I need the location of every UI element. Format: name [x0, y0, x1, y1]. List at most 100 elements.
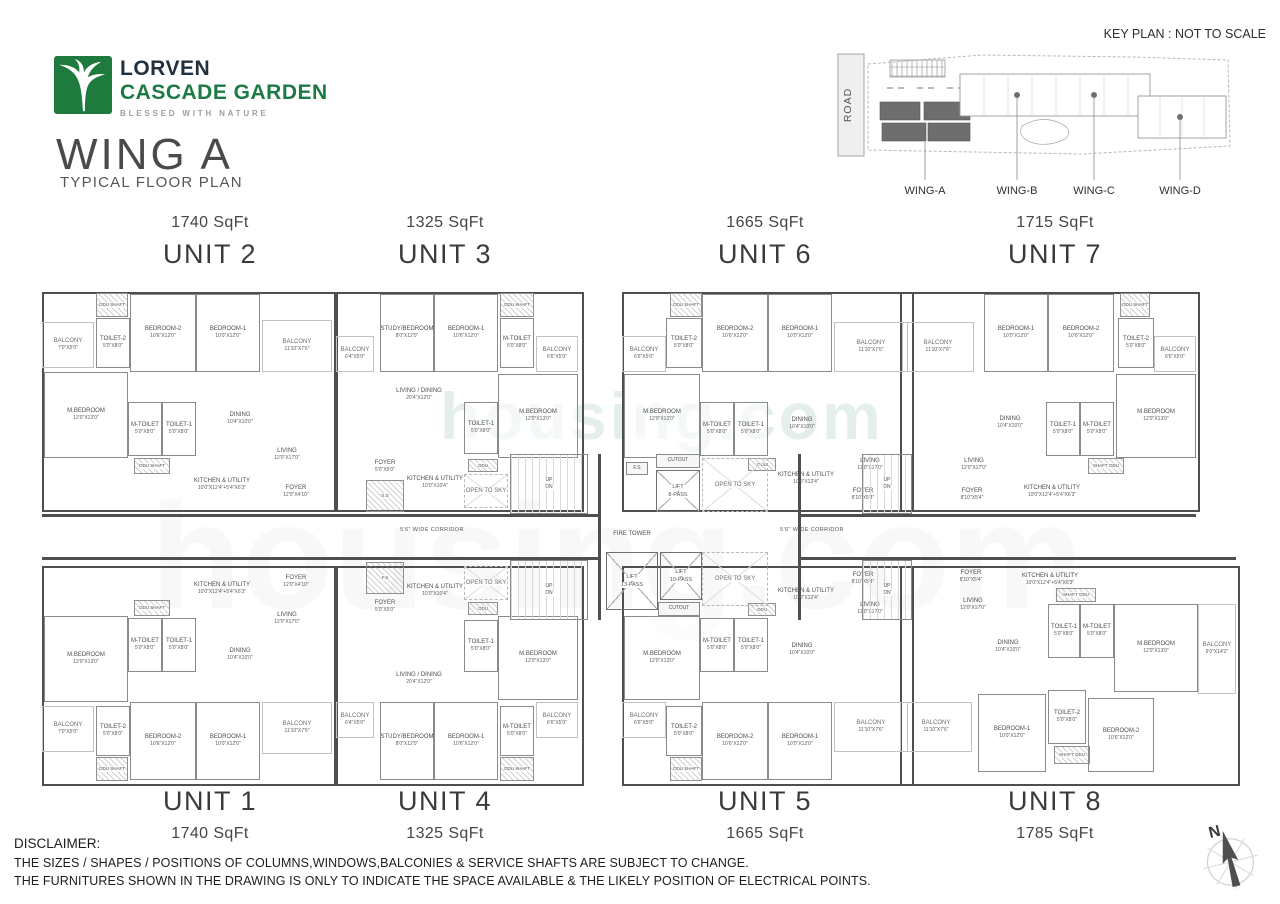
room-dims: 11'10"X7'6" [284, 728, 310, 735]
shaft-odu: SHAFT ODU [1056, 588, 1096, 602]
room-dims: 10'0"X12'0" [787, 741, 813, 748]
room-dims: 10'6"X12'0" [150, 333, 176, 340]
room-dims: 5'0"X8'0" [1087, 631, 1107, 638]
unit-title: UNIT 3 [397, 239, 493, 269]
f-s: F.S [366, 562, 404, 594]
room-dims: 12'0"X17'0" [960, 605, 986, 612]
brand-name: LORVEN [120, 57, 211, 80]
room-dims: 5'0"X5'0" [375, 467, 395, 474]
room-label: TOILET-1 [1050, 422, 1076, 429]
room-label: BALCONY [856, 340, 886, 347]
room-dims: DN [544, 589, 554, 597]
room-dims: 12'0"X17'0" [961, 465, 987, 472]
room-label: DINING [999, 416, 1021, 423]
room-dims: 12'0"X13'0" [1143, 648, 1169, 655]
room-dims: 5'0"X8'0" [674, 343, 694, 350]
room-label: BEDROOM-1 [993, 726, 1031, 733]
room-label: BALCONY [340, 347, 370, 354]
room-label: BALCONY [282, 721, 312, 728]
room-dims: 5'0"X8'0" [1057, 717, 1077, 724]
room-label: DINING [229, 412, 251, 419]
room-dims: 8-PASS [667, 491, 689, 498]
room-label: TOILET-2 [1123, 336, 1149, 343]
wing-c-label: WING-C [1073, 185, 1115, 197]
cutout: CUTOUT [658, 602, 700, 616]
room-label: M.BEDROOM [519, 409, 557, 416]
room-dims: 5'0"X5'0" [375, 607, 395, 614]
room-label: TOILET-1 [738, 638, 764, 645]
brand-tagline: BLESSED WITH NATURE [120, 109, 269, 118]
room-dims: 8'10"X5'4" [960, 495, 984, 502]
room-label: ODU SHAFT [672, 302, 699, 308]
room-label: M.BEDROOM [643, 409, 681, 416]
room-dims: 10'0"X12'0" [1003, 333, 1029, 340]
room-label: BALCONY [53, 338, 83, 345]
unit-title: UNIT 4 [397, 786, 493, 816]
room-label: LIFT [671, 484, 685, 491]
unit-area: 1325 SqFt [406, 825, 484, 842]
room-dims: 10'4"X10'0" [227, 655, 253, 662]
odu-shaft: ODU SHAFT [134, 600, 170, 616]
lorven-logo-icon [54, 56, 112, 114]
unit-envelope [622, 292, 914, 512]
wing-b-c-block [959, 73, 1151, 117]
f-s: F.S [626, 462, 648, 475]
room-label: LIFT [674, 569, 688, 576]
odu-shaft: ODU SHAFT [500, 293, 534, 317]
5-6-wide-corridor: 5'6" WIDE CORRIDOR [392, 524, 472, 536]
unit-envelope [42, 566, 336, 786]
room-label: FOYER [285, 575, 307, 582]
room-dims: 12'0"X4'10" [283, 492, 309, 499]
compass-north-label: N [1207, 823, 1222, 842]
room-label: STUDY/BEDROOM [380, 734, 434, 741]
room-label: M.BEDROOM [519, 651, 557, 658]
room-dims: 5'0"X8'0" [674, 731, 694, 738]
room-label: M.BEDROOM [643, 651, 681, 658]
open-to-sky: OPEN TO SKY [464, 474, 508, 508]
room-dims: 5'0"X8'0" [103, 343, 123, 350]
room-label: BEDROOM-1 [781, 326, 819, 333]
brand-text: LORVEN CASCADE GARDEN BLESSED WITH NATUR… [120, 58, 328, 118]
room-label: BALCONY [629, 347, 659, 354]
clubhouse-shape [1020, 119, 1070, 145]
room-dims: 11'10"X7'6" [923, 727, 949, 734]
room-label: BEDROOM-2 [716, 326, 754, 333]
room-label: ODU [478, 462, 488, 469]
room-label: KITCHEN & UTILITY [777, 588, 834, 595]
room-dims: 12'0"X13'0" [649, 658, 675, 665]
room-label: 5'6" WIDE CORRIDOR [780, 526, 844, 533]
room-label: M-TOILET [503, 724, 531, 731]
odu-shaft: ODU SHAFT [1120, 293, 1150, 317]
room-label: M-TOILET [503, 336, 531, 343]
room-label: BALCONY [1202, 642, 1232, 649]
room-label: SHAFT ODU [1093, 463, 1119, 469]
corridor-wall [800, 557, 1236, 560]
room-label: FOYER [374, 460, 396, 467]
unit-area: 1665 SqFt [726, 214, 804, 231]
room-label: ODU [757, 606, 767, 613]
room-dims: 5'0"X8'0" [1053, 429, 1073, 436]
shaft-odu: SHAFT ODU [1054, 746, 1090, 764]
